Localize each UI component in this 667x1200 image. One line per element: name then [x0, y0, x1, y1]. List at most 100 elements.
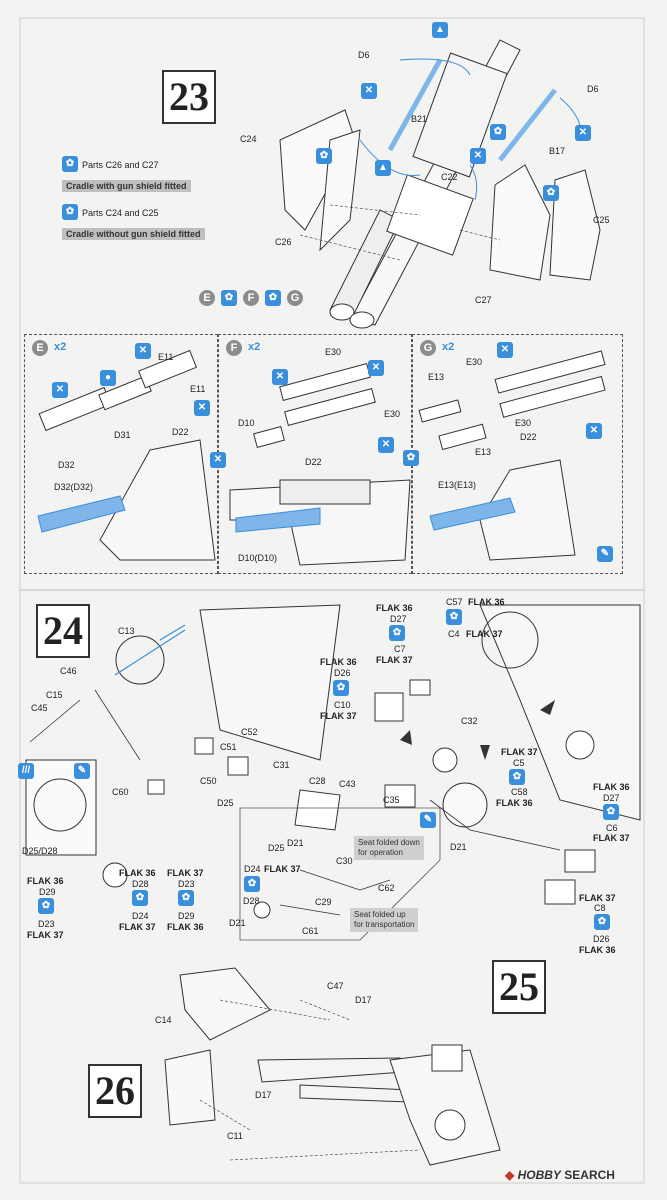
glue-icon: ✿: [333, 680, 349, 696]
flak36-label: FLAK 36: [496, 798, 533, 808]
glue-icon: ✿: [62, 204, 78, 220]
watermark-brand: HOBBY: [517, 1168, 561, 1182]
legend-desc-c26-c27: Cradle with gun shield fitted: [62, 180, 191, 192]
glue-icon: ✿: [594, 914, 610, 930]
option-panel-g: [412, 334, 623, 574]
glue-icon: ✿: [178, 890, 194, 906]
glue-icon: ✿: [132, 890, 148, 906]
part-label-c10: C10: [334, 700, 351, 710]
part-label-c27: C27: [475, 295, 492, 305]
glue-icon: ✿: [62, 156, 78, 172]
part-label-d29: D29: [178, 911, 195, 921]
part-label-d27: D27: [603, 793, 620, 803]
cement-bottle-icon: ▲: [432, 22, 448, 38]
cement-bottle-icon: ✕: [361, 83, 377, 99]
glue-icon: ✿: [490, 124, 506, 140]
cement-bottle-icon: ✕: [194, 400, 210, 416]
part-label-d27: D27: [390, 614, 407, 624]
flak37-label: FLAK 37: [501, 747, 538, 757]
part-label-d26: D26: [334, 668, 351, 678]
cement-bottle-icon: ▲: [375, 160, 391, 176]
part-label-e30: E30: [384, 409, 401, 419]
part-label-c43: C43: [339, 779, 356, 789]
part-label-d25: D25: [217, 798, 234, 808]
part-label-e13-e13: E13(E13): [438, 480, 477, 490]
part-label-c60: C60: [112, 787, 129, 797]
part-label-d21: D21: [287, 838, 304, 848]
flak36-label: FLAK 36: [119, 868, 156, 878]
part-label-c8: C8: [594, 903, 606, 913]
step-number-25: 25: [492, 960, 546, 1014]
part-label-d28: D28: [132, 879, 149, 889]
part-label-c62: C62: [378, 883, 395, 893]
part-label-c46: C46: [60, 666, 77, 676]
part-label-d23: D23: [38, 919, 55, 929]
glue-icon: ✿: [509, 769, 525, 785]
part-label-c58: C58: [511, 787, 528, 797]
flak37-label: FLAK 37: [376, 655, 413, 665]
step-number-23: 23: [162, 70, 216, 124]
flak37-label: FLAK 37: [320, 711, 357, 721]
watermark-brand-2: SEARCH: [564, 1168, 615, 1182]
cement-bottle-icon: ✕: [135, 343, 151, 359]
legend-desc-c24-c25: Cradle without gun shield fitted: [62, 228, 205, 240]
glue-icon: ✿: [603, 804, 619, 820]
part-label-d25: D25: [268, 843, 285, 853]
option-g-badge: G: [287, 290, 303, 306]
paint-drop-icon: ●: [100, 370, 116, 386]
paint-brush-icon: ✎: [597, 546, 613, 562]
part-label-c4: C4: [448, 629, 460, 639]
part-label-c5: C5: [513, 758, 525, 768]
glue-icon: ✿: [403, 450, 419, 466]
flak36-label: FLAK 36: [167, 922, 204, 932]
panel-e-quantity: x2: [54, 341, 67, 353]
paint-brush-icon: ✎: [74, 763, 90, 779]
part-label-d32: D32: [58, 460, 75, 470]
flak37-label: FLAK 37: [466, 629, 503, 639]
option-panel-e: [24, 334, 218, 574]
panel-g-letter: G: [420, 340, 436, 356]
part-label-c15: C15: [46, 690, 63, 700]
decal-icon: ///: [18, 763, 34, 779]
part-label-d17: D17: [255, 1090, 272, 1100]
watermark-logo-icon: ◆: [505, 1168, 515, 1182]
flak37-label: FLAK 37: [167, 868, 204, 878]
legend-parts-c24-c25: Parts C24 and C25: [82, 208, 159, 218]
glue-icon: ✿: [389, 625, 405, 641]
part-label-c52: C52: [241, 727, 258, 737]
part-label-d6: D6: [587, 84, 599, 94]
part-label-e11: E11: [158, 352, 174, 362]
step-number-24: 24: [36, 604, 90, 658]
part-label-d6: D6: [358, 50, 370, 60]
part-label-c6: C6: [606, 823, 618, 833]
part-label-c45: C45: [31, 703, 48, 713]
part-label-e30: E30: [325, 347, 342, 357]
part-label-d31: D31: [114, 430, 131, 440]
step-number-26: 26: [88, 1064, 142, 1118]
part-label-d17: D17: [355, 995, 372, 1005]
part-label-c28: C28: [309, 776, 326, 786]
part-label-b17: B17: [549, 146, 566, 156]
glue-icon: ✿: [38, 898, 54, 914]
legend-desc-text-2: Cradle without gun shield fitted: [62, 228, 205, 240]
part-label-c50: C50: [200, 776, 217, 786]
glue-icon: ✿: [244, 876, 260, 892]
cement-bottle-icon: ✕: [470, 148, 486, 164]
flak37-label: FLAK 37: [119, 922, 156, 932]
flak37-label: FLAK 37: [579, 893, 616, 903]
glue-icon: ✿: [316, 148, 332, 164]
part-label-e13: E13: [475, 447, 492, 457]
part-label-c7: C7: [394, 644, 406, 654]
part-label-c29: C29: [315, 897, 332, 907]
part-label-e30: E30: [466, 357, 483, 367]
paint-brush-icon: ✎: [420, 812, 436, 828]
flak36-label: FLAK 36: [376, 603, 413, 613]
part-label-d24: D24: [132, 911, 149, 921]
flak36-label: FLAK 36: [320, 657, 357, 667]
legend-parts-c26-c27: Parts C26 and C27: [82, 160, 159, 170]
part-label-c25: C25: [593, 215, 610, 225]
panel-g-quantity: x2: [442, 341, 455, 353]
part-label-e11: E11: [190, 384, 206, 394]
flak36-label: FLAK 36: [27, 876, 64, 886]
